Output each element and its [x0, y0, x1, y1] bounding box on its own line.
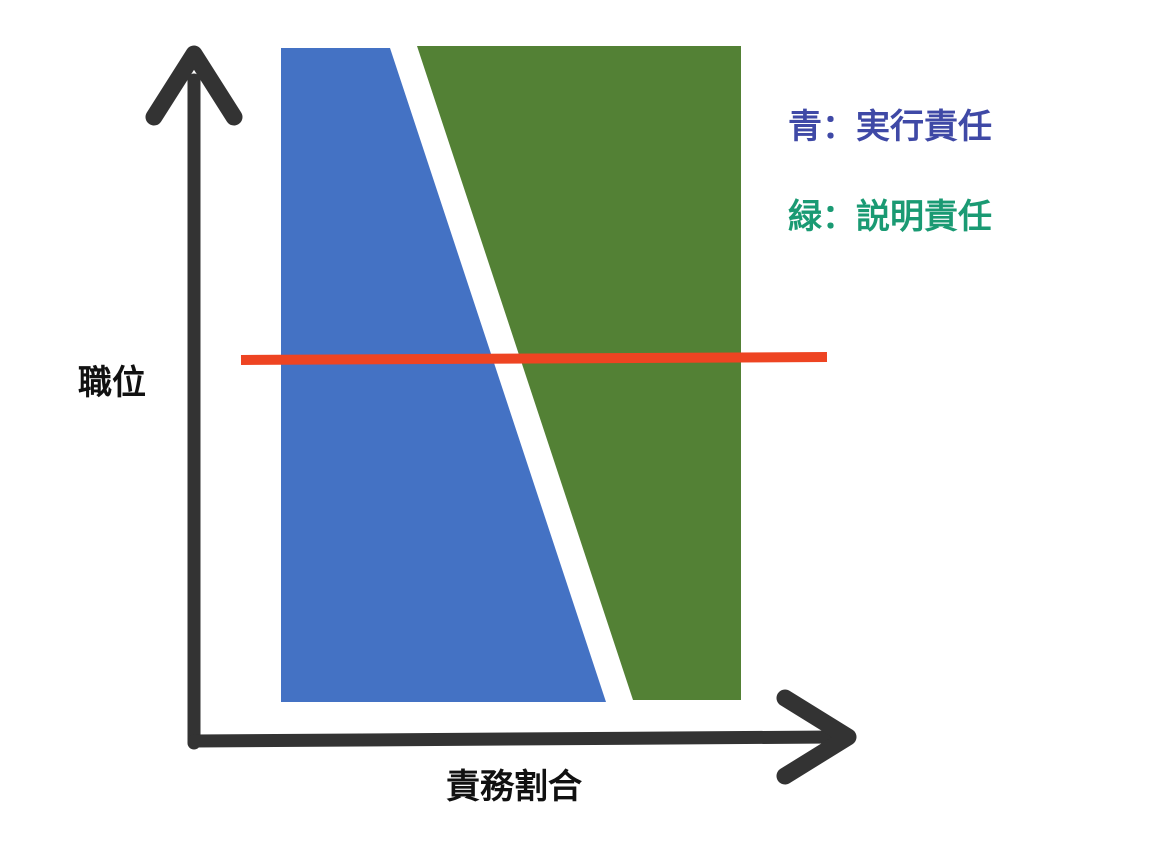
x-axis: [187, 689, 857, 785]
y-axis-label: 職位: [78, 363, 146, 403]
legend-accountability: 緑：説明責任: [788, 197, 992, 237]
y-axis: [145, 45, 243, 750]
execution-responsibility-region: [281, 48, 606, 702]
x-axis-line: [187, 730, 839, 748]
x-axis-label: 責務割合: [446, 767, 582, 807]
y-axis-arrowhead: [145, 45, 243, 126]
x-axis-arrowhead: [776, 689, 857, 785]
accountability-region: [417, 46, 741, 700]
position-level-line: [240, 352, 828, 365]
legend-execution-responsibility: 青：実行責任: [788, 107, 992, 147]
